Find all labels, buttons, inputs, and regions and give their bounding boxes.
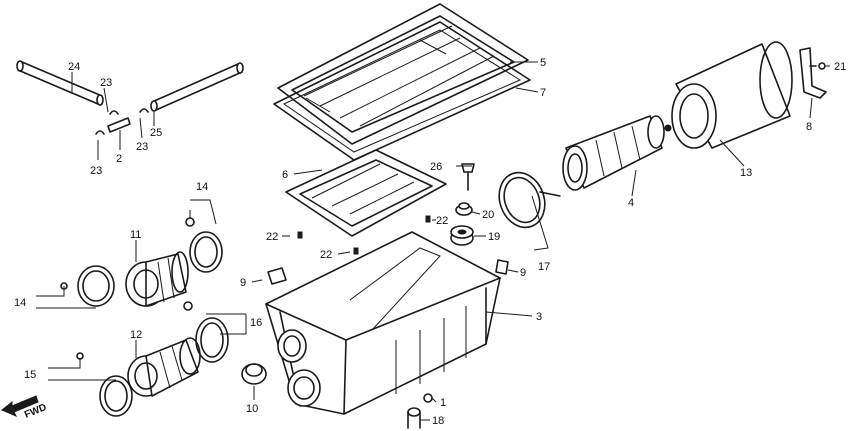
callout-23: 23 [100, 77, 112, 89]
callout-6: 6 [282, 169, 288, 181]
connecting-tube-12 [127, 337, 201, 397]
callout-10: 10 [246, 403, 258, 415]
callout-22: 22 [266, 231, 278, 243]
callout-14: 14 [14, 297, 26, 309]
callout-13: 13 [740, 167, 752, 179]
callout-3: 3 [536, 311, 542, 323]
air-cleaner-case-3 [265, 231, 501, 415]
callout-8: 8 [806, 121, 812, 133]
tube-band-15 [76, 352, 133, 417]
connecting-tube-11 [125, 251, 189, 307]
callout-16: 16 [250, 317, 262, 329]
callout-14: 14 [196, 181, 208, 193]
forward-direction-indicator: FWD [1, 395, 48, 421]
cover-gasket-7 [273, 21, 531, 161]
callout-2: 2 [116, 153, 122, 165]
air-cleaner-cover-5 [277, 3, 529, 145]
clip-9 [267, 259, 509, 285]
callout-4: 4 [628, 197, 634, 209]
air-filter-element-4 [562, 115, 672, 191]
element-holder-6 [285, 149, 447, 237]
callout-23: 23 [136, 141, 148, 153]
callout-26: 26 [430, 161, 442, 173]
bolt-26 [461, 163, 475, 191]
band-clamp-17 [498, 171, 561, 229]
leader-lines [36, 61, 830, 421]
callout-12: 12 [130, 329, 142, 341]
callout-20: 20 [482, 209, 494, 221]
callout-24: 24 [68, 61, 80, 73]
callout-9: 9 [520, 267, 526, 279]
tube-joint-2 [107, 117, 131, 133]
callout-1: 1 [440, 397, 446, 409]
pre-cleaner-13 [671, 41, 793, 149]
drain-plug-18 [407, 407, 421, 429]
callout-9: 9 [240, 277, 246, 289]
drain-tube-25 [150, 62, 244, 112]
collar-20 [455, 202, 473, 216]
callout-19: 19 [488, 231, 500, 243]
callout-22: 22 [320, 249, 332, 261]
bracket-8 [799, 47, 827, 99]
callout-labels: 24 23 25 23 2 23 5 7 6 26 20 19 22 22 22… [14, 57, 846, 427]
screw-1 [423, 393, 433, 403]
tube-clip-23 [95, 108, 149, 135]
callout-15: 15 [24, 369, 36, 381]
bolt-21 [809, 62, 826, 70]
rubber-mount-19 [450, 225, 474, 246]
callout-17: 17 [538, 261, 550, 273]
screw-22 [297, 215, 431, 255]
callout-18: 18 [432, 415, 444, 427]
tube-band-16 [183, 301, 229, 363]
plug-10 [241, 363, 267, 385]
tube-band-14 [60, 217, 223, 307]
callout-5: 5 [540, 57, 546, 69]
callout-25: 25 [150, 127, 162, 139]
callout-21: 21 [834, 61, 846, 73]
drain-tube-24 [16, 60, 104, 106]
callout-23: 23 [90, 165, 102, 177]
callout-7: 7 [540, 87, 546, 99]
callout-22: 22 [436, 215, 448, 227]
callout-11: 11 [130, 229, 141, 241]
